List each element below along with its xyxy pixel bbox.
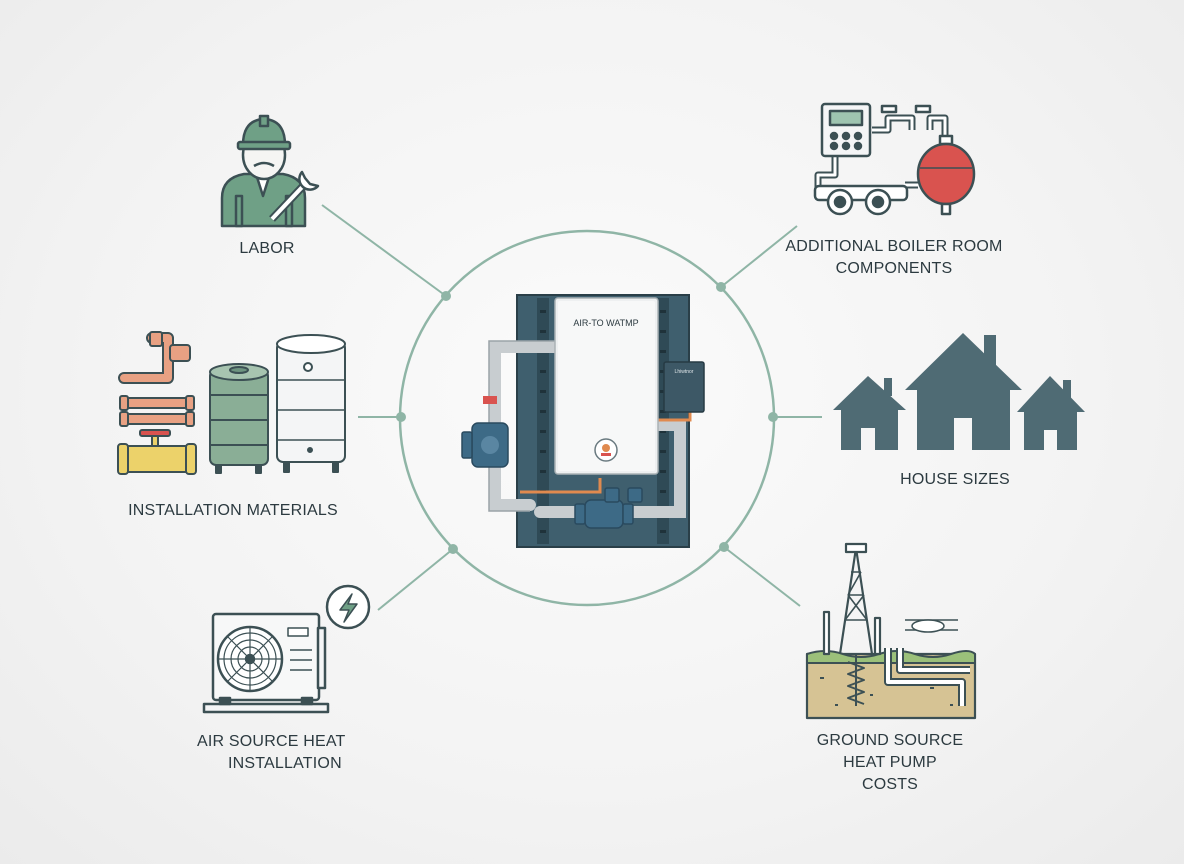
label-ground-source-line3: COSTS xyxy=(861,776,919,793)
label-installation-materials: INSTALLATION MATERIALS xyxy=(118,500,348,522)
houses-icon xyxy=(833,333,1085,450)
label-house-sizes: HOUSE SIZES xyxy=(880,469,1030,491)
label-air-source-line2: INSTALLATION xyxy=(228,755,342,772)
heat-pump-unit: AIR-TO WATMP Lhiwtnor xyxy=(461,294,705,548)
center-unit-label: AIR-TO WATMP xyxy=(573,318,638,328)
label-materials-text: INSTALLATION MATERIALS xyxy=(128,502,338,519)
connector-dots xyxy=(396,282,778,554)
label-boiler-room: ADDITIONAL BOILER ROOM COMPONENTS xyxy=(770,236,1018,280)
boiler-room-components-icon xyxy=(813,102,976,216)
label-boiler-room-line2: COMPONENTS xyxy=(835,260,953,277)
label-ground-source: GROUND SOURCE HEAT PUMP COSTS xyxy=(800,730,980,796)
label-air-source: AIR SOURCE HEAT INSTALLATION xyxy=(197,731,357,775)
label-ground-source-line1: GROUND SOURCE xyxy=(816,732,964,749)
label-labor: LABOR xyxy=(222,238,312,260)
drilling-rig-icon xyxy=(805,542,977,720)
worker-with-wrench-icon xyxy=(220,114,320,228)
pipes-and-tanks-icon xyxy=(117,331,346,475)
label-air-source-line1: AIR SOURCE HEAT xyxy=(197,733,346,750)
center-box-label: Lhiwtnor xyxy=(675,369,694,375)
label-labor-text: LABOR xyxy=(239,240,295,257)
label-house-sizes-text: HOUSE SIZES xyxy=(900,471,1010,488)
label-ground-source-line2: HEAT PUMP xyxy=(843,754,937,771)
outdoor-unit-icon xyxy=(202,584,371,714)
label-boiler-room-line1: ADDITIONAL BOILER ROOM xyxy=(785,238,1003,255)
